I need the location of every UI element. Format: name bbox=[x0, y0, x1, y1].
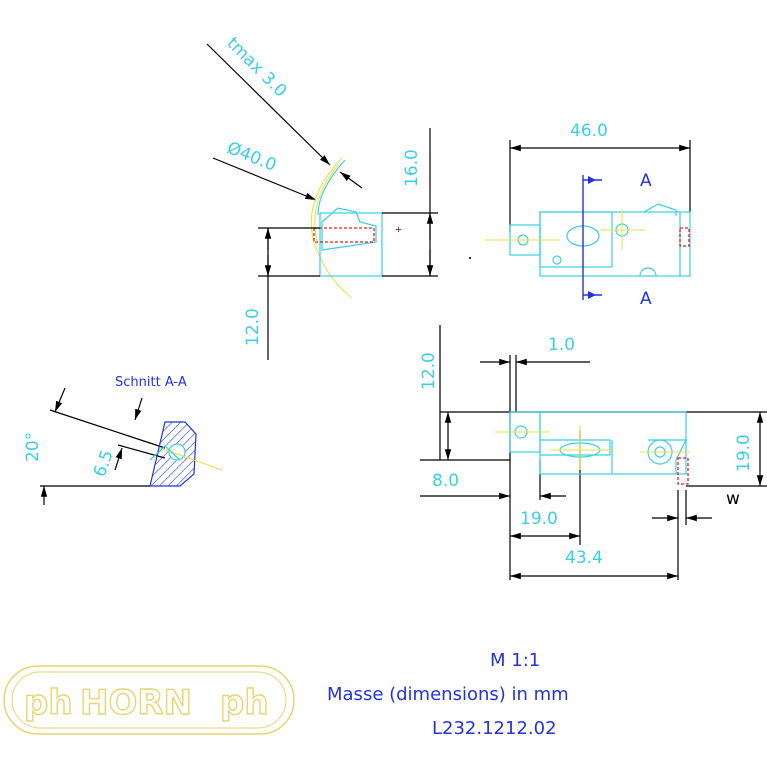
top-view bbox=[469, 140, 691, 300]
horn-logo bbox=[3, 665, 295, 735]
dim-6-5: 6.5 bbox=[90, 447, 118, 479]
leader-tmax-2 bbox=[339, 171, 363, 189]
top-insert-hidden bbox=[679, 227, 690, 247]
top-body bbox=[539, 211, 691, 277]
dim-angle: 20° bbox=[23, 432, 43, 462]
dim-1: 1.0 bbox=[548, 335, 575, 355]
logo-left-mark: ph bbox=[24, 683, 73, 723]
arc-tmax bbox=[317, 159, 346, 216]
dim-6-5-line bbox=[49, 409, 166, 449]
side-view-tilted: + bbox=[206, 43, 438, 360]
scale-note: M 1:1 bbox=[490, 650, 540, 671]
dim-19-vertical: 19.0 bbox=[734, 434, 754, 472]
front-body bbox=[539, 411, 687, 475]
section-a-bottom: A bbox=[640, 289, 652, 309]
top-clamp bbox=[643, 203, 677, 216]
dim-19-horizontal: 19.0 bbox=[520, 509, 558, 529]
units-note: Masse (dimensions) in mm bbox=[327, 684, 569, 705]
dim-43-4: 43.4 bbox=[565, 548, 603, 568]
dim-8: 8.0 bbox=[432, 471, 459, 491]
logo-right-mark: ph bbox=[220, 683, 269, 723]
top-pin bbox=[552, 255, 562, 265]
dim-w: w bbox=[726, 489, 740, 509]
blade-outline bbox=[321, 207, 377, 251]
leader-diameter bbox=[212, 157, 317, 201]
leader-tmax bbox=[206, 43, 331, 166]
dim-16: 16.0 bbox=[402, 149, 422, 187]
arc-diameter bbox=[310, 157, 353, 299]
dim-12-upper: 12.0 bbox=[419, 352, 439, 390]
cross-mark: + bbox=[395, 222, 402, 236]
section-label: Schnitt A-A bbox=[115, 375, 187, 390]
logo-text: HORN bbox=[80, 683, 192, 723]
blade-hidden bbox=[313, 227, 375, 243]
front-view bbox=[420, 325, 767, 580]
dim-diameter: Ø40.0 bbox=[224, 138, 279, 176]
front-insert-hidden bbox=[677, 457, 689, 485]
body-rect bbox=[319, 212, 383, 277]
arc-diameter-2 bbox=[314, 164, 339, 245]
dim-46: 46.0 bbox=[570, 121, 608, 141]
part-number: L232.1212.02 bbox=[432, 718, 557, 739]
section-a-a bbox=[40, 387, 223, 505]
dim-tmax: tmax 3.0 bbox=[222, 33, 290, 101]
dim-12-vertical: 12.0 bbox=[243, 308, 263, 346]
section-a-top: A bbox=[640, 171, 652, 191]
